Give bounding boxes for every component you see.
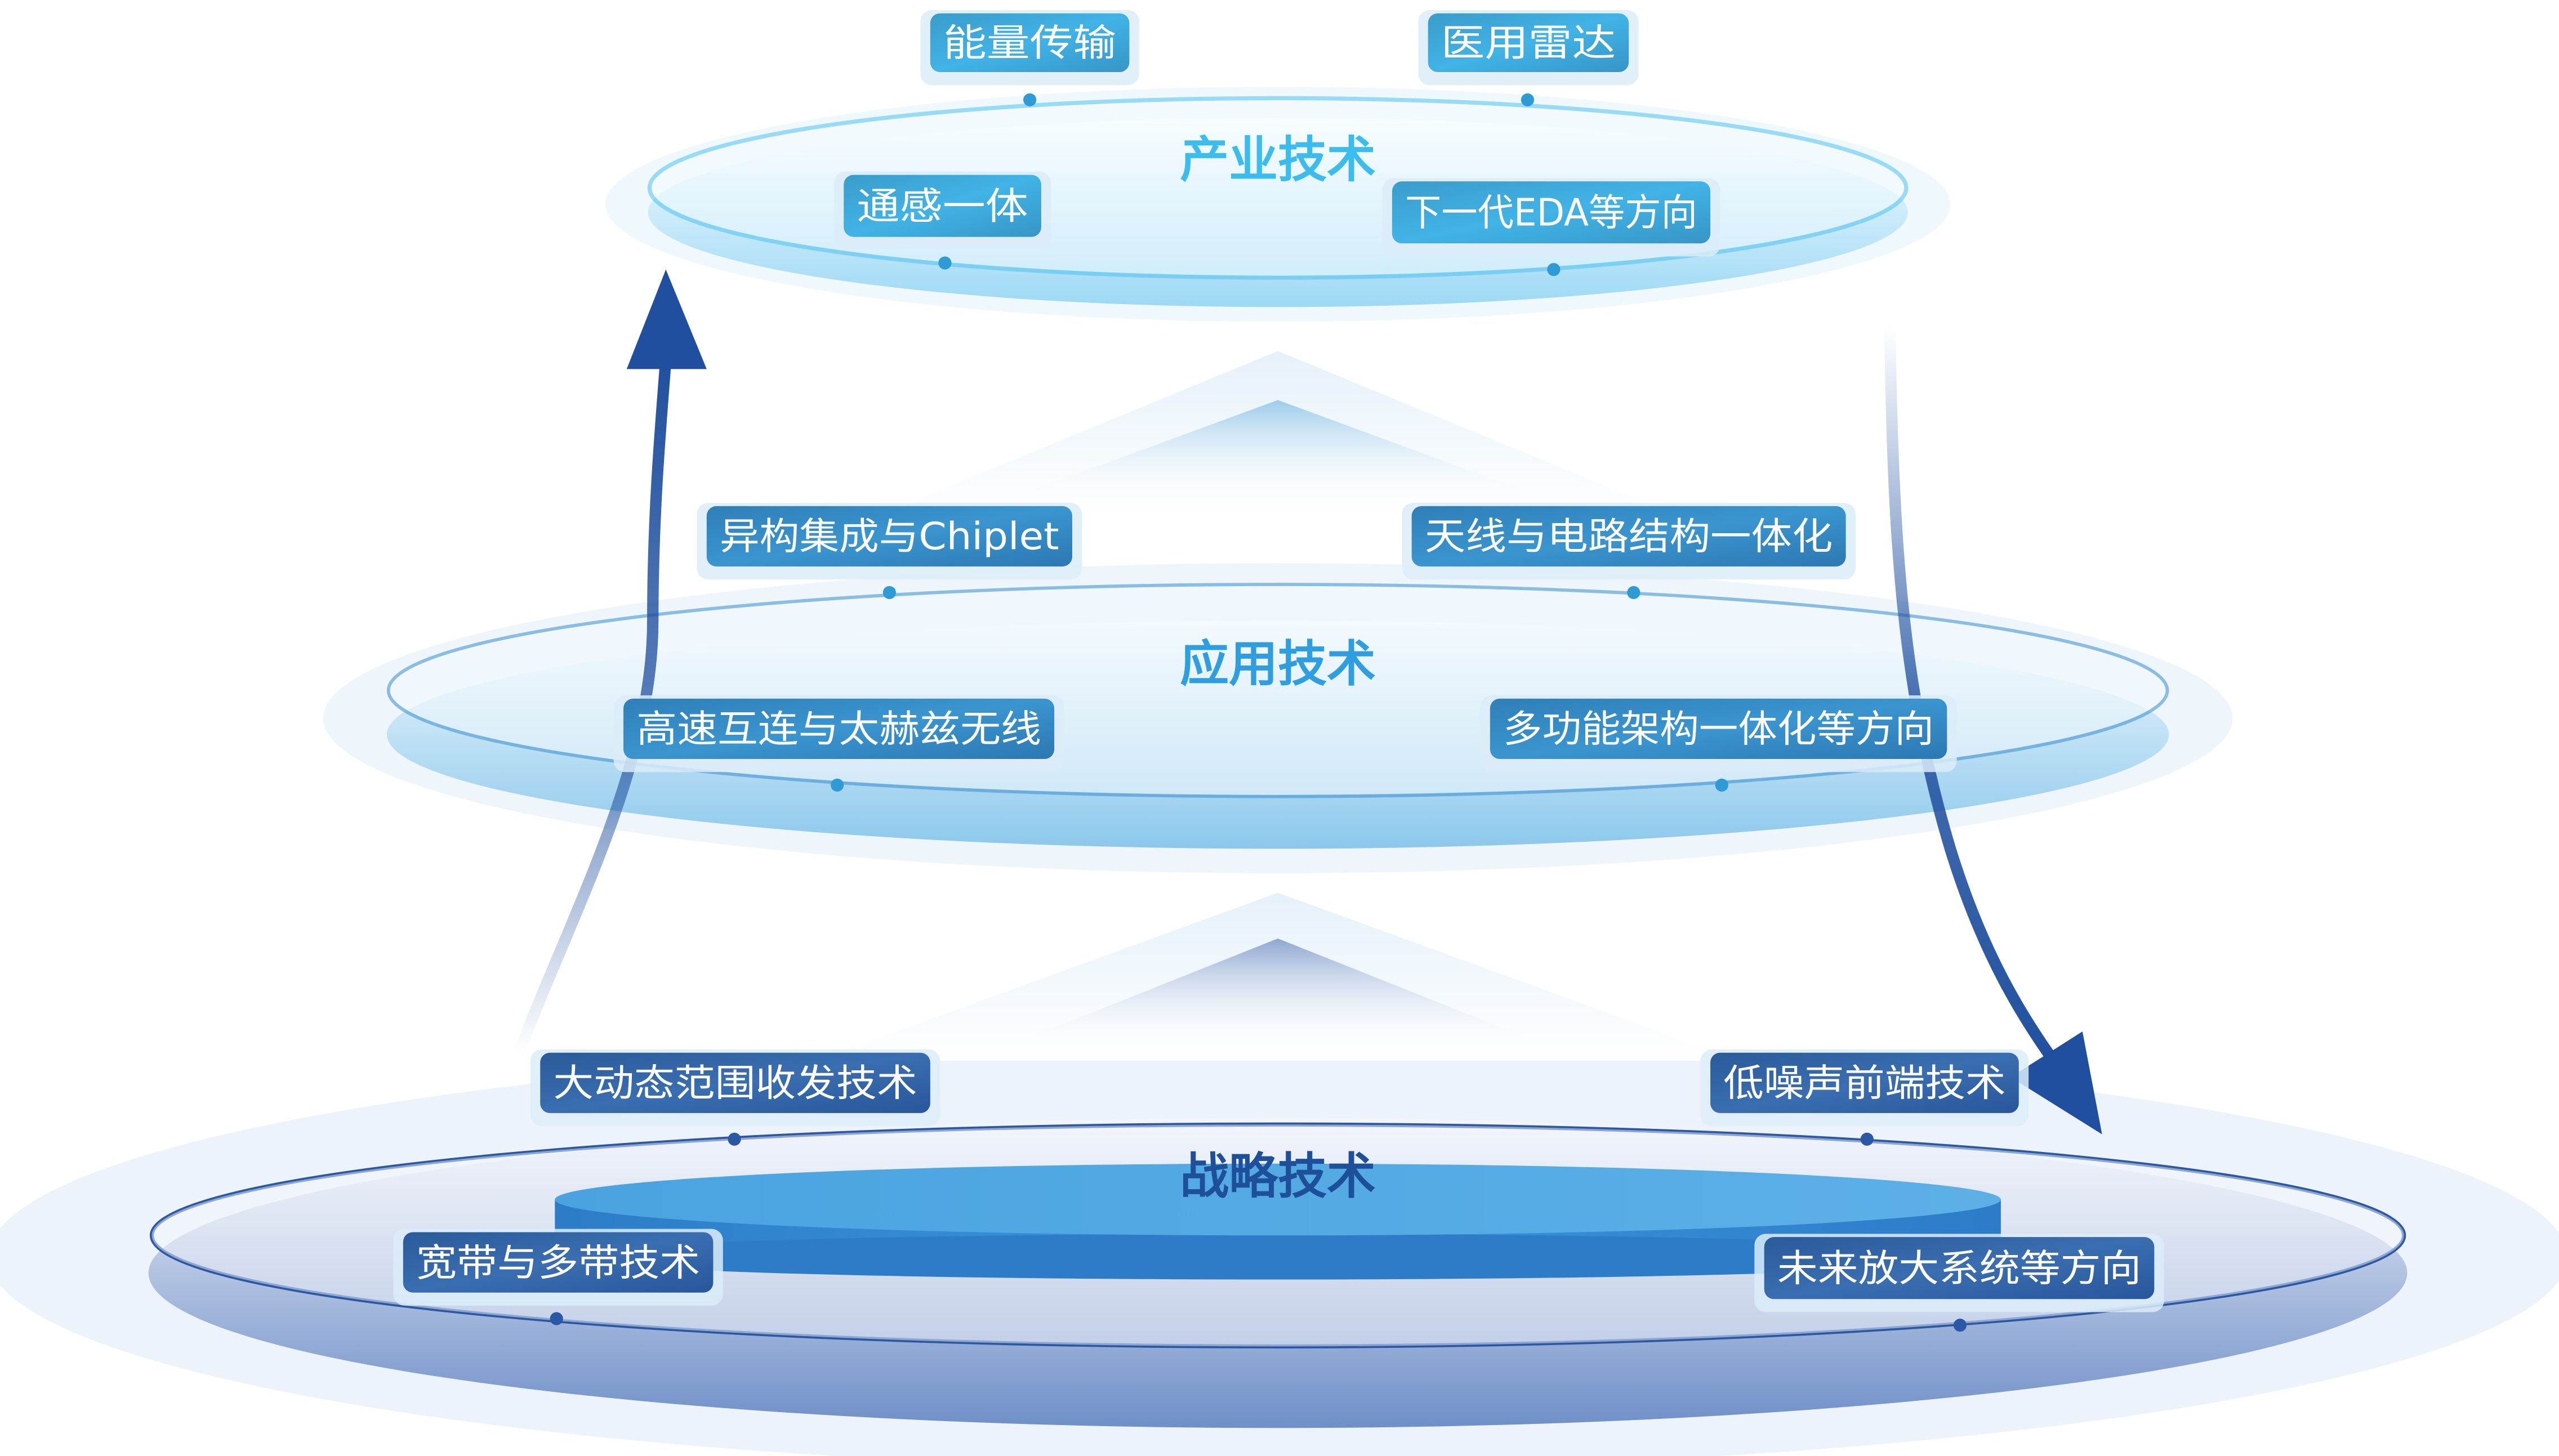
label-box bbox=[1490, 698, 1947, 760]
label-box bbox=[540, 1052, 930, 1113]
anchor-dot bbox=[938, 256, 952, 270]
industry-item-2: 通感一体 bbox=[833, 171, 1051, 270]
anchor-dot bbox=[1953, 1319, 1967, 1332]
label-box bbox=[1428, 13, 1629, 73]
industry-layer-title: 产业技术 bbox=[1180, 131, 1376, 188]
industry-item-0: 能量传输 bbox=[920, 10, 1139, 106]
label-text: 未来放大系统等方向 bbox=[1777, 1246, 2141, 1290]
application-layer: 应用技术 bbox=[323, 563, 2233, 873]
label-box bbox=[1392, 181, 1711, 244]
label-text: 宽带与多带技术 bbox=[416, 1240, 700, 1284]
strategic-item-2: 宽带与多带技术 bbox=[393, 1229, 723, 1325]
label-box bbox=[930, 13, 1130, 73]
anchor-dot bbox=[550, 1312, 563, 1325]
label-text: 能量传输 bbox=[943, 21, 1116, 65]
label-box bbox=[403, 1232, 714, 1293]
strategic-item-3: 未来放大系统等方向 bbox=[1754, 1234, 2164, 1332]
label-text: 低噪声前端技术 bbox=[1723, 1061, 2005, 1105]
anchor-dot bbox=[1627, 586, 1640, 600]
label-box bbox=[623, 698, 1055, 760]
label-text: 大动态范围收发技术 bbox=[553, 1061, 917, 1105]
application-layer-title: 应用技术 bbox=[1180, 635, 1376, 693]
label-box bbox=[844, 175, 1041, 237]
anchor-dot bbox=[831, 778, 844, 792]
anchor-dot bbox=[1547, 263, 1561, 276]
label-box bbox=[1411, 506, 1846, 567]
application-item-3: 多功能架构一体化等方向 bbox=[1480, 695, 1957, 792]
upward-arrow bbox=[514, 269, 707, 1055]
label-text: 多功能架构一体化等方向 bbox=[1503, 707, 1934, 751]
anchor-dot bbox=[1023, 93, 1037, 106]
industry-layer: 产业技术 bbox=[605, 87, 1951, 322]
label-text: 异构集成与Chiplet bbox=[720, 515, 1059, 559]
label-text: 医用雷达 bbox=[1441, 21, 1616, 65]
application-item-1: 天线与电路结构一体化 bbox=[1402, 503, 1856, 600]
anchor-dot bbox=[1860, 1132, 1874, 1146]
anchor-dot bbox=[1521, 93, 1535, 106]
strategic-layer-title: 战略技术 bbox=[1180, 1147, 1376, 1205]
label-text: 高速互连与太赫兹无线 bbox=[636, 707, 1041, 751]
anchor-dot bbox=[1715, 778, 1728, 792]
anchor-dot bbox=[728, 1132, 741, 1146]
label-text: 通感一体 bbox=[857, 184, 1028, 228]
downward-arrow bbox=[1884, 326, 2102, 1135]
anchor-dot bbox=[882, 586, 896, 600]
strategic-layer: 战略技术 bbox=[0, 1044, 2559, 1456]
industry-item-3: 下一代EDA等方向 bbox=[1382, 178, 1720, 276]
application-item-0: 异构集成与Chiplet bbox=[697, 503, 1082, 600]
label-text: 天线与电路结构一体化 bbox=[1425, 515, 1833, 559]
label-box bbox=[1710, 1052, 2019, 1113]
application-item-2: 高速互连与太赫兹无线 bbox=[613, 695, 1064, 792]
label-box bbox=[1764, 1237, 2155, 1299]
label-text: 下一代EDA等方向 bbox=[1405, 190, 1697, 234]
pyramid-connector-upper bbox=[881, 351, 1675, 515]
pyramid-connector-lower bbox=[815, 892, 1740, 1061]
industry-item-1: 医用雷达 bbox=[1418, 10, 1639, 106]
label-box bbox=[706, 506, 1072, 567]
strategic-item-0: 大动态范围收发技术 bbox=[530, 1049, 940, 1146]
strategic-item-1: 低噪声前端技术 bbox=[1700, 1049, 2029, 1146]
